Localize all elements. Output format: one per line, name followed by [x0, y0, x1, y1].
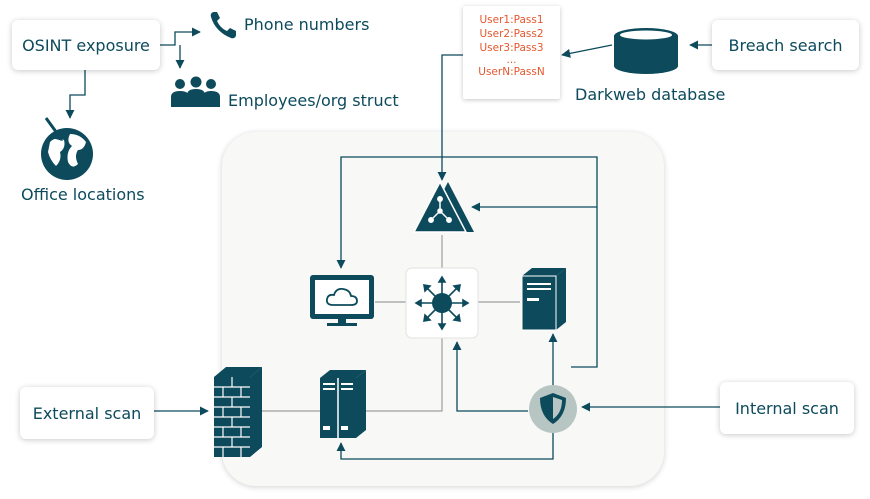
osint-exposure-label: OSINT exposure: [22, 35, 150, 55]
phone-numbers-label: Phone numbers: [244, 15, 370, 34]
monitor-cloud-icon: [310, 275, 374, 326]
internal-scan-label: Internal scan: [735, 398, 839, 418]
office-locations-label: Office locations: [21, 185, 145, 204]
credential-entry: ...: [506, 54, 517, 66]
internal-links: [262, 235, 520, 412]
database-icon: [614, 28, 678, 74]
internal-arrows: [154, 156, 720, 460]
credential-entry: UserN:PassN: [478, 66, 545, 78]
osint-connectors: [65, 27, 201, 119]
leaked-credentials-list: User1:Pass1 User2:Pass2 User3:Pass3 ... …: [463, 6, 560, 99]
credential-entry: User1:Pass1: [479, 14, 544, 26]
employees-label: Employees/org struct: [228, 91, 399, 110]
breach-search-node: Breach search: [712, 20, 859, 70]
breach-search-label: Breach search: [728, 35, 843, 55]
server-rack-icon: [320, 370, 366, 438]
external-scan-node: External scan: [20, 387, 154, 439]
external-scan-label: External scan: [32, 403, 142, 423]
internal-scan-node: Internal scan: [720, 382, 854, 434]
credential-entry: User2:Pass2: [479, 28, 544, 40]
shield-icon: [529, 385, 577, 433]
people-icon: [171, 76, 220, 107]
firewall-icon: [214, 367, 262, 457]
globe-icon: [41, 117, 93, 180]
phone-icon: [210, 12, 236, 39]
hub-switch-icon: [405, 267, 479, 339]
server-tower-icon: [521, 268, 566, 331]
osint-exposure-node: OSINT exposure: [12, 20, 160, 70]
credential-entry: User3:Pass3: [479, 42, 544, 54]
alert-triangle-icon: [412, 180, 474, 233]
breach-connectors: [437, 40, 712, 181]
darkweb-database-label: Darkweb database: [575, 85, 726, 104]
